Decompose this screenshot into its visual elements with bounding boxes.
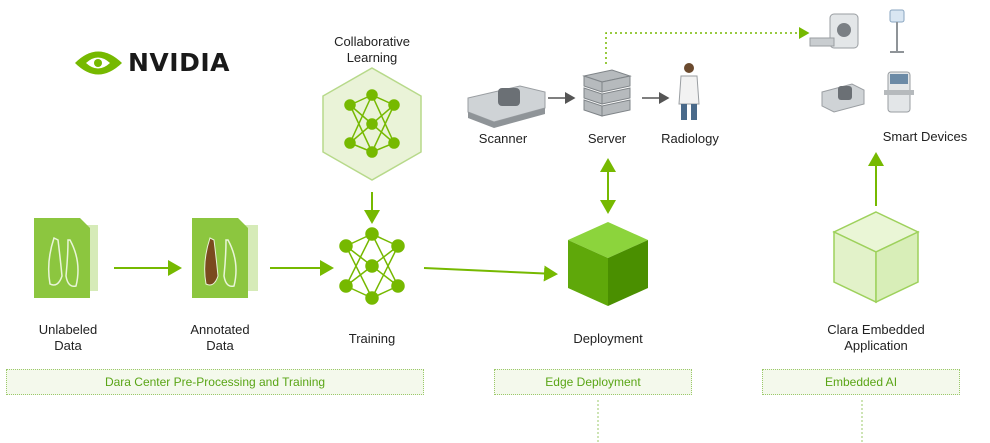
collaborative-learning-label: Collaborative Learning: [334, 34, 410, 65]
nvidia-logo-text: NVIDIA: [128, 48, 230, 77]
mri-machine-icon: [821, 83, 865, 113]
clara-cube-icon: [832, 211, 920, 304]
scanner-label: Scanner: [478, 131, 528, 146]
clara-application-label: Clara Embedded Application: [827, 322, 925, 353]
deployment-cube-icon: [568, 222, 648, 306]
ct-machine-icon: [809, 13, 859, 49]
radiologist-icon: [678, 63, 700, 120]
training-label: Training: [348, 331, 396, 346]
collaborative-learning-icon: [322, 67, 422, 181]
unlabeled-data-label: Unlabeled Data: [38, 322, 98, 353]
smart-devices-label: Smart Devices: [882, 129, 968, 144]
iv-pole-icon: [889, 9, 905, 53]
deployment-label: Deployment: [573, 331, 643, 346]
training-network-icon: [339, 227, 405, 305]
annotated-data-label: Annotated Data: [190, 322, 250, 353]
scanner-icon: [467, 85, 546, 128]
embedded-ai-section: Embedded AI: [762, 369, 960, 395]
flow-arrows: [114, 27, 884, 443]
annotated-data-icon: [192, 218, 258, 298]
data-center-section: Dara Center Pre-Processing and Training: [6, 369, 424, 395]
edge-deployment-section: Edge Deployment: [494, 369, 692, 395]
unlabeled-data-icon: [34, 218, 98, 298]
nvidia-eye-icon: [75, 51, 122, 75]
server-icon: [582, 69, 632, 117]
radiology-label: Radiology: [661, 131, 719, 146]
server-label: Server: [587, 131, 627, 146]
ultrasound-machine-icon: [884, 71, 914, 113]
